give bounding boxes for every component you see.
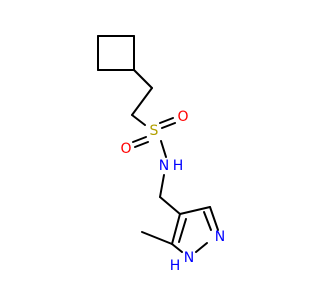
pyrazole-nitrogen-label: N — [215, 229, 225, 245]
cyclobutane-ring — [97, 35, 135, 71]
pyrazole-ring — [141, 206, 219, 253]
sulfur-label: S — [150, 123, 159, 139]
methylene-linker — [159, 174, 181, 215]
pyrazole-nh-nitrogen-label: N — [184, 250, 194, 266]
bond — [179, 206, 211, 215]
sulfonamide-hydrogen-label: H — [173, 158, 184, 174]
bond — [171, 243, 183, 253]
sulfonamide-nitrogen-label: N — [159, 158, 169, 174]
bond — [161, 122, 176, 129]
bond — [141, 231, 173, 245]
bond — [160, 140, 167, 158]
bond — [171, 213, 181, 245]
molecule-structure: S O O N H N N H — [97, 35, 225, 274]
ethyl-linker — [131, 69, 153, 126]
pyrazole-nh-hydrogen-label: H — [170, 258, 181, 274]
bond — [131, 87, 153, 116]
oxygen-label: O — [177, 109, 188, 125]
bond — [159, 117, 174, 124]
bond — [203, 211, 212, 231]
bond — [132, 136, 147, 143]
bond — [209, 206, 219, 231]
bond — [195, 242, 208, 253]
bond — [131, 114, 146, 126]
bond — [133, 69, 153, 89]
bond — [159, 174, 165, 198]
bond — [134, 141, 149, 148]
oxygen-label: O — [120, 141, 131, 157]
sulfonyl-group — [132, 117, 176, 158]
bond — [159, 196, 181, 215]
bond — [178, 218, 187, 243]
